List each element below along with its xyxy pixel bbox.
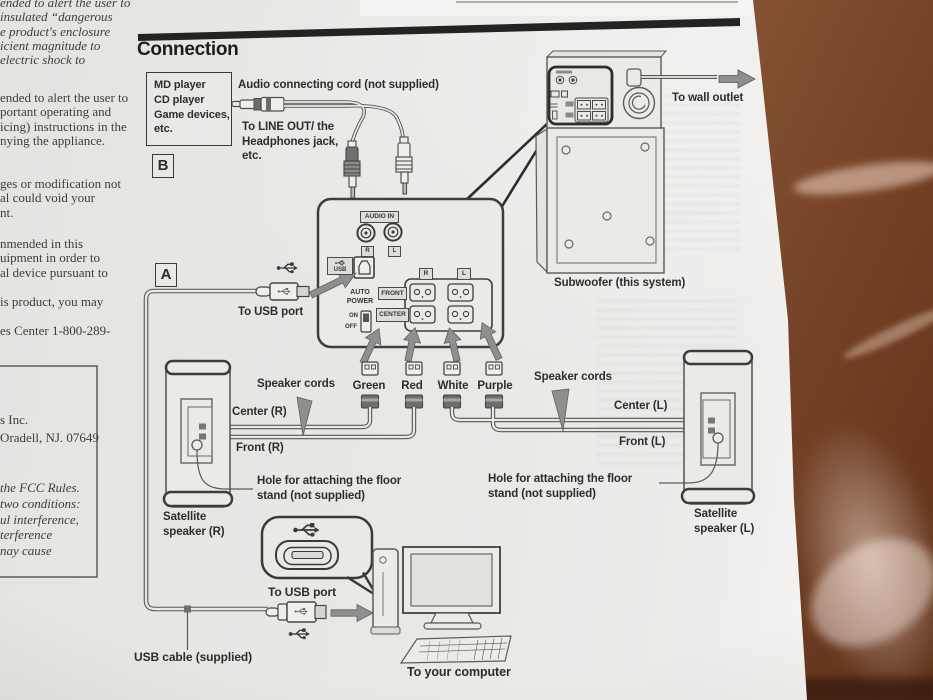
front-r-label: Front (R) [236, 442, 284, 454]
satellite-r-label: Satellite speaker (R) [163, 511, 225, 538]
usb-insert-arrow [309, 272, 357, 299]
speaker-cords-pointer [296, 396, 313, 437]
usb-port-bubble [260, 515, 379, 598]
auto-power-label: AUTO POWER [346, 289, 374, 305]
center-r-label: Center (R) [232, 406, 287, 418]
computer-illustration [370, 546, 512, 664]
source-devices-box: MD player CD player Game devices, etc. [146, 72, 232, 146]
subwoofer-rear-panel-zoom [316, 197, 505, 349]
section-divider-bar [138, 18, 740, 41]
cord-color-purple: Purple [477, 380, 513, 392]
satellite-l-label: Satellite speaker (L) [694, 508, 755, 535]
left-column-para1: ended to alert the user to insulated “da… [0, 0, 131, 68]
hole-left-label: Hole for attaching the floor stand (not … [257, 475, 402, 502]
terminal-l-label: L [457, 268, 471, 280]
usb-cable-illustration [143, 261, 374, 650]
speaker-cords-illustration [203, 322, 712, 440]
cable-pointer-anchor [184, 605, 191, 613]
rca-plug-left [343, 140, 361, 199]
usb-b-connector [255, 282, 310, 301]
center-l-label: Center (L) [614, 400, 668, 412]
subwoofer-mini-panel [547, 65, 614, 126]
hole-pointer-line [196, 449, 253, 490]
step-a-label: A [155, 263, 177, 287]
usb-label: USB [333, 266, 347, 273]
power-socket [626, 68, 642, 87]
satellite-speaker-r [162, 359, 253, 508]
center-label: CENTER [376, 308, 409, 322]
speaker-cords-left-label: Speaker cords [257, 378, 335, 390]
speaker-cords-right-label: Speaker cords [534, 371, 612, 383]
bass-port [622, 86, 656, 120]
to-usb-port-top-label: To USB port [238, 306, 304, 318]
audio-cord-wires [284, 100, 405, 143]
computer-insert-arrow [330, 603, 374, 623]
audio-cord-label: Audio connecting cord (not supplied) [238, 79, 439, 91]
audio-cord-illustration [231, 96, 285, 112]
subwoofer-label: Subwoofer (this system) [554, 277, 686, 289]
front-label: FRONT [378, 287, 407, 300]
cord-color-green: Green [352, 380, 386, 392]
rca-plug-right [395, 136, 413, 195]
hole-pointer-line [659, 442, 719, 484]
subwoofer-illustration [535, 50, 756, 274]
left-column-para6: es Center 1-800-289- [0, 323, 111, 338]
jack-l-label: L [388, 246, 401, 257]
computer-label: To your computer [407, 665, 511, 679]
wall-outlet-arrow [718, 69, 756, 89]
line-out-label: To LINE OUT/ the Headphones jack, etc. [242, 121, 339, 162]
usb-icon [276, 261, 299, 274]
terminal-r-label: R [419, 268, 433, 280]
usb-a-connector [265, 601, 327, 623]
fcc-info-box [0, 365, 98, 578]
usb-b-port [353, 256, 375, 279]
usb-cable-label: USB cable (supplied) [134, 650, 253, 664]
hole-right-label: Hole for attaching the floor stand (not … [488, 473, 633, 500]
left-column-para4: nmended in this uipment in order to al d… [0, 236, 108, 280]
computer-tower [372, 548, 399, 630]
fcc-box-para1: s Inc. Oradell, NJ. 07649 [0, 412, 99, 445]
off-label: OFF [345, 324, 357, 330]
usb-label-box: USB [327, 257, 353, 275]
satellite-speaker-l [659, 349, 756, 505]
page-title: Connection [137, 39, 239, 60]
cord-color-white: White [437, 380, 469, 392]
speaker-cords-pointer [551, 388, 570, 432]
on-label: ON [349, 313, 358, 319]
to-usb-port-bottom-label: To USB port [268, 585, 336, 599]
left-column-para2: ended to alert the user to portant opera… [0, 90, 129, 148]
step-b-label: B [152, 154, 174, 178]
wall-outlet-label: To wall outlet [672, 92, 744, 104]
left-column-para5: is product, you may [0, 294, 104, 309]
cord-color-red: Red [401, 380, 423, 392]
zoom-callout-line [464, 123, 548, 202]
fcc-box-para2: the FCC Rules. two conditions: ul interf… [0, 480, 81, 559]
front-l-label: Front (L) [619, 436, 666, 448]
screw-holes [561, 142, 655, 249]
usb-icon [288, 627, 311, 640]
left-column-para3: ges or modification not al could void yo… [0, 176, 121, 220]
audio-in-label: AUDIO IN [360, 211, 399, 223]
page-top-highlight [360, 0, 752, 16]
jack-r-label: R [361, 246, 374, 257]
computer-keyboard [399, 635, 512, 664]
source-devices-text: MD player CD player Game devices, etc. [154, 79, 230, 136]
